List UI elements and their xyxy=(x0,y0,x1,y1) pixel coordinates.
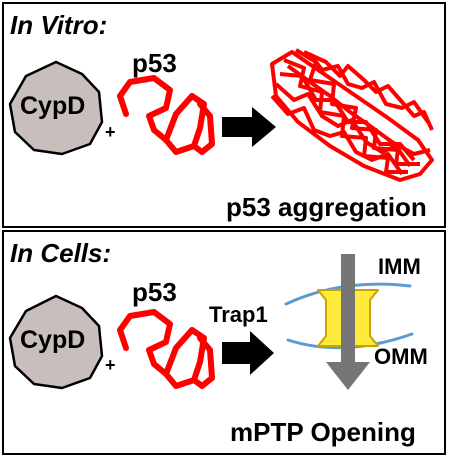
mptp-opening-label: mPTP Opening xyxy=(230,417,416,447)
p53-ribbon xyxy=(117,309,215,389)
p53-aggregate xyxy=(270,48,434,182)
cypd-label: CypD xyxy=(20,92,86,120)
reaction-arrow-icon xyxy=(222,107,276,147)
in-cells-heading: In Cells: xyxy=(10,238,112,268)
flux-arrow-icon xyxy=(326,254,370,390)
in-vitro-heading: In Vitro: xyxy=(10,10,108,40)
cypd-label: CypD xyxy=(20,326,86,354)
p53-label: p53 xyxy=(132,277,177,307)
p53-label: p53 xyxy=(132,48,177,78)
omm-label: OMM xyxy=(374,344,428,369)
plus-sign: + xyxy=(105,122,116,142)
in-cells-artwork xyxy=(8,254,414,390)
in-vitro-panel: In Vitro: CypD + p53 p53 aggregation xyxy=(2,2,446,228)
reaction-arrow-icon xyxy=(222,331,274,375)
cypd-blob xyxy=(8,294,104,390)
in-vitro-artwork xyxy=(8,48,434,182)
imm-label: IMM xyxy=(378,254,421,279)
p53-aggregation-label: p53 aggregation xyxy=(226,192,427,222)
in-cells-panel: In Cells: CypD + p53 Trap1 IMM OMM mPTP … xyxy=(2,230,446,455)
trap1-label: Trap1 xyxy=(209,302,268,327)
p53-ribbon xyxy=(117,75,215,155)
plus-sign: + xyxy=(105,355,116,375)
cypd-blob xyxy=(8,60,104,156)
